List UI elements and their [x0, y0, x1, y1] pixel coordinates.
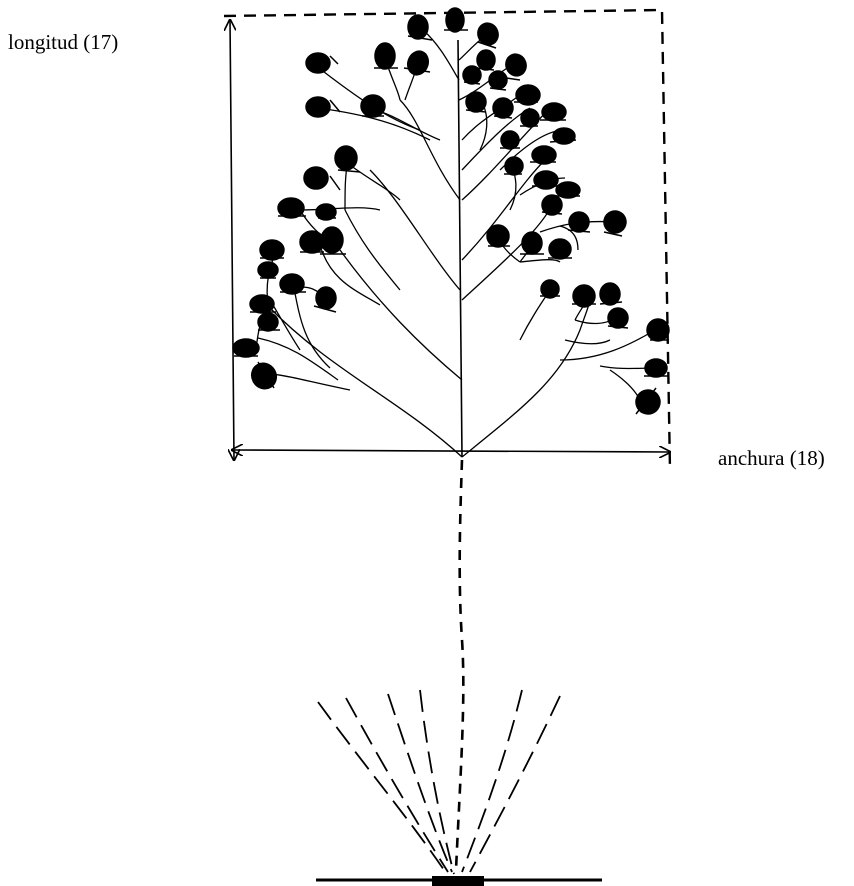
- length-label: longitud (17): [8, 30, 118, 55]
- culm-dashed: [456, 460, 463, 870]
- width-arrow: [232, 450, 670, 452]
- width-label: anchura (18): [718, 446, 825, 471]
- length-arrow: [230, 20, 234, 460]
- plant-base: [432, 876, 484, 886]
- main-rachis: [458, 40, 462, 457]
- spikelets: [233, 8, 669, 417]
- leaves-dashed: [318, 690, 560, 874]
- bounding-box-dashed: [224, 10, 670, 470]
